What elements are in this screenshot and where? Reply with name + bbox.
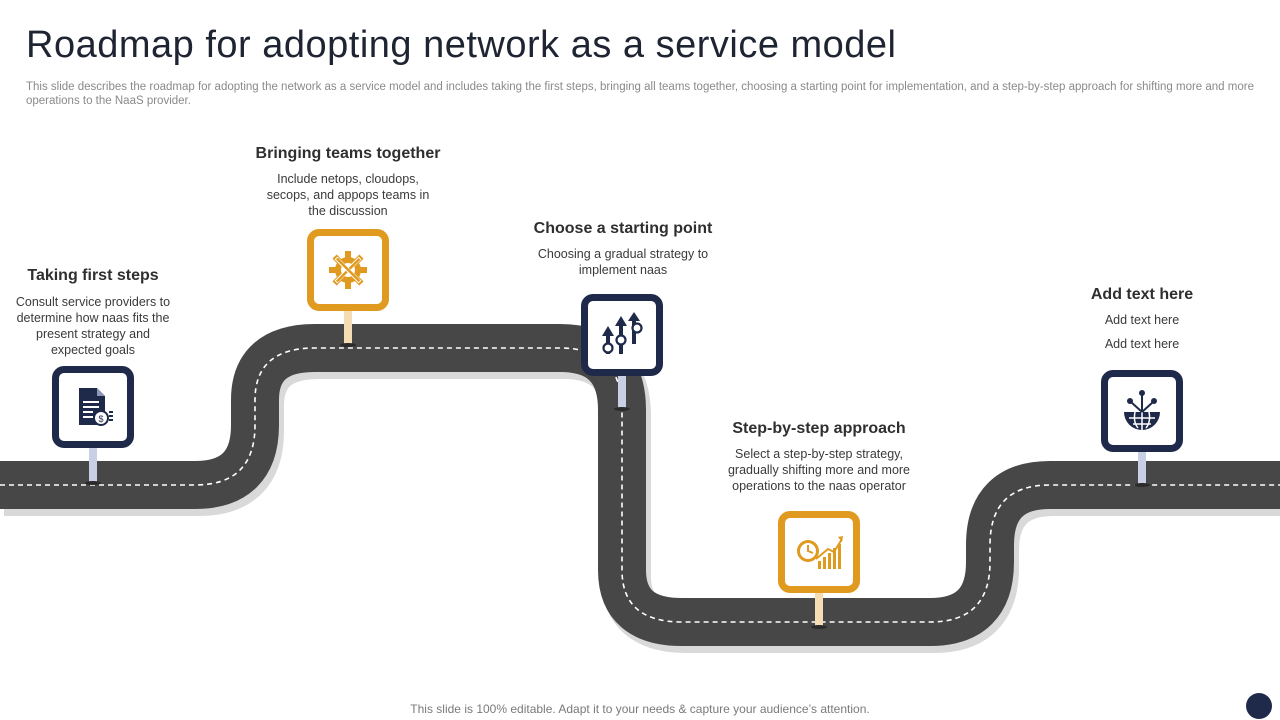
gear-tools-icon (329, 251, 367, 289)
footer-note: This slide is 100% editable. Adapt it to… (410, 702, 870, 716)
step-2-pole (344, 304, 352, 344)
step-2-title: Bringing teams together (255, 145, 441, 162)
step-1-description: Consult service providers to determine h… (15, 295, 171, 357)
page-subtitle: This slide describes the roadmap for ado… (26, 81, 1254, 107)
document-dollar-icon: $ (79, 388, 113, 426)
corner-dot (1246, 693, 1272, 719)
step-1-pole-base (85, 481, 101, 485)
step-4-sign (778, 511, 860, 593)
step-4-description: Select a step-by-step strategy, graduall… (727, 447, 911, 493)
step-1-title: Taking first steps (27, 267, 159, 284)
growth-arrows-icon (602, 312, 643, 354)
step-5-description-line-1: Add text here (1104, 313, 1180, 327)
step-1-pole (89, 442, 97, 482)
step-3-sign (581, 294, 663, 376)
step-3-pole (618, 370, 626, 408)
step-3-description: Choosing a gradual strategy to implement… (537, 247, 709, 277)
step-1-sign: $ (52, 366, 134, 448)
step-4-pole (815, 586, 823, 626)
step-3-title: Choose a starting point (533, 220, 713, 237)
step-5-sign (1101, 370, 1183, 452)
step-5-description-line-2: Add text here (1104, 337, 1180, 351)
step-4-title: Step-by-step approach (732, 420, 906, 437)
clock-growth-chart-icon (797, 536, 843, 569)
step-5-title: Add text here (1090, 286, 1194, 303)
step-4-pole-base (811, 625, 827, 629)
svg-text:$: $ (98, 414, 103, 424)
step-5-pole (1138, 446, 1146, 484)
step-2-pole-base (340, 343, 356, 347)
step-3-pole-base (614, 407, 630, 411)
step-2-description: Include netops, cloudops, secops, and ap… (266, 172, 430, 218)
page-title: Roadmap for adopting network as a servic… (26, 24, 897, 66)
step-2-sign (307, 229, 389, 311)
step-5-pole-base (1134, 483, 1150, 487)
globe-network-icon (1124, 390, 1160, 430)
